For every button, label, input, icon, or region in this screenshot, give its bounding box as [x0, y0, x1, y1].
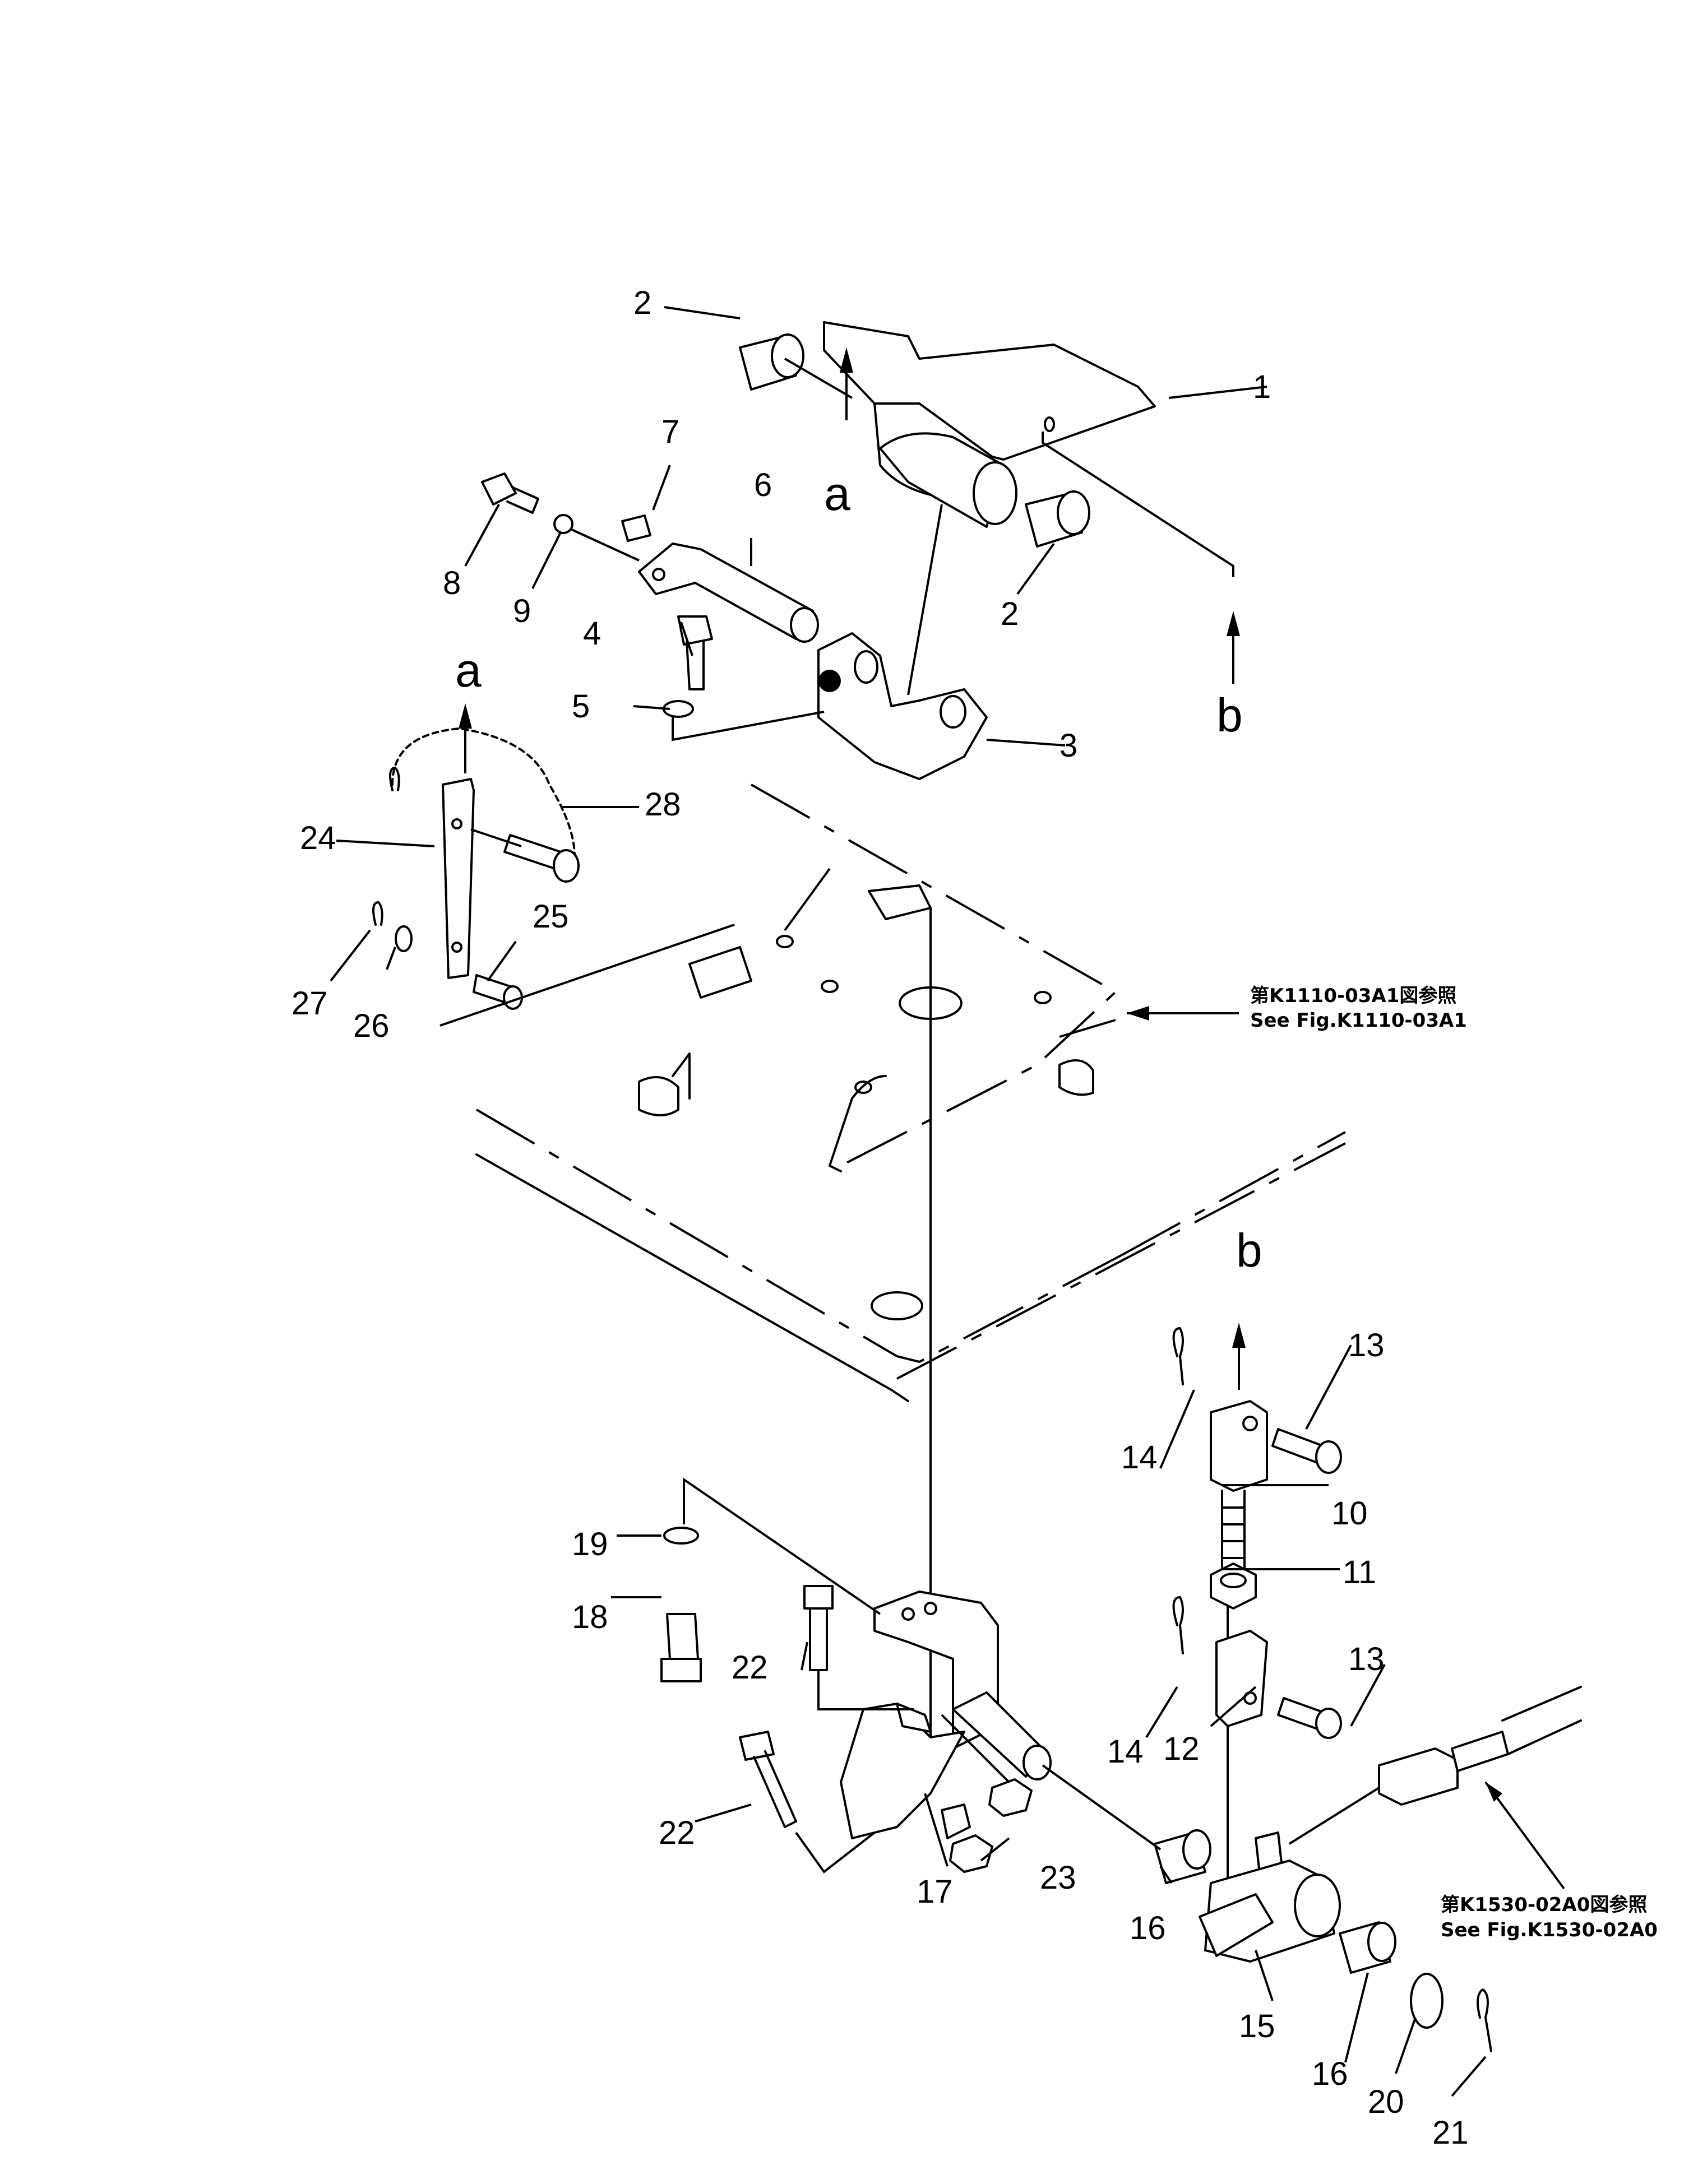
bolt-8	[481, 472, 539, 514]
part-number-18: 18	[572, 1599, 608, 1635]
shaft-6	[638, 542, 819, 643]
washer-20	[1410, 1973, 1443, 2029]
part-number-1: 1	[1253, 369, 1271, 405]
pedal-1	[823, 321, 1156, 528]
part-number-5: 5	[572, 688, 590, 725]
arrow-b-right	[1227, 611, 1240, 684]
ref-bottom-en: See Fig.K1530-02A0	[1441, 1919, 1658, 1941]
cotter-pin-14-upper	[1172, 1327, 1184, 1385]
nut-23	[949, 1778, 1033, 1873]
bushing-2-upper	[739, 333, 804, 391]
label-a-left: a	[455, 644, 482, 697]
assembly-lines-lower	[683, 1477, 1010, 1874]
ref-top-jp: 第K1110-03A1図参照	[1250, 985, 1456, 1007]
ref-bottom-jp: 第K1530-02A0図参照	[1441, 1894, 1647, 1916]
cable-end	[1378, 1686, 1582, 1806]
pin-13-upper	[1271, 1428, 1342, 1474]
part-number-25: 25	[533, 898, 569, 935]
bushing-16-right	[1339, 1921, 1396, 1974]
link-line-2	[1042, 1764, 1162, 1851]
part-number-13-lower: 13	[1348, 1641, 1385, 1677]
label-a-top: a	[824, 467, 850, 520]
part-number-26: 26	[353, 1008, 390, 1044]
part-number-17: 17	[917, 1874, 953, 1910]
cotter-pin-21	[1477, 1988, 1492, 2052]
cotter-pin-top	[389, 767, 400, 791]
pin-25	[473, 974, 523, 1010]
part-number-6: 6	[754, 467, 772, 503]
part-number-3: 3	[1059, 727, 1077, 764]
ref-top-en: See Fig.K1110-03A1	[1250, 1009, 1467, 1032]
part-number-16-left: 16	[1130, 1910, 1166, 1946]
washer-9	[553, 514, 573, 534]
label-b-top: b	[1216, 689, 1243, 741]
part-number-2-top: 2	[633, 285, 651, 321]
lever-15	[1199, 1831, 1341, 1963]
part-number-8: 8	[443, 565, 461, 601]
part-number-15: 15	[1239, 2008, 1275, 2044]
part-number-2-right: 2	[1001, 596, 1019, 632]
link-line	[1288, 1787, 1380, 1845]
part-number-28: 28	[645, 786, 681, 823]
washer-19	[663, 1527, 699, 1545]
bracket-3	[817, 632, 988, 780]
shaft-lower	[952, 1691, 1052, 1780]
part-number-13-upper: 13	[1348, 1327, 1385, 1364]
part-number-27: 27	[292, 985, 328, 1022]
grease-fitting-7	[621, 514, 651, 542]
clevis-10	[1210, 1400, 1268, 1570]
part-number-24: 24	[300, 820, 336, 856]
label-b-lower: b	[1236, 1224, 1262, 1277]
nut-11	[1210, 1562, 1257, 1610]
part-number-22-upper: 22	[732, 1649, 768, 1686]
chain-28	[391, 727, 576, 875]
part-number-22-lower: 22	[659, 1815, 695, 1851]
part-number-20: 20	[1368, 2084, 1404, 2120]
floor-plate	[475, 783, 1346, 1402]
bushing-2-lower	[1025, 490, 1090, 548]
part-number-14-lower: 14	[1107, 1733, 1144, 1770]
part-number-4: 4	[583, 615, 601, 652]
part-number-14-upper: 14	[1121, 1439, 1158, 1476]
part-number-11: 11	[1343, 1554, 1376, 1591]
part-number-9: 9	[513, 593, 531, 629]
part-number-21: 21	[1432, 2115, 1469, 2151]
bolt-18	[660, 1613, 702, 1682]
part-number-19: 19	[572, 1526, 608, 1562]
bolt-22-lower	[739, 1731, 797, 1828]
part-number-7: 7	[661, 414, 679, 450]
part-number-16-right: 16	[1312, 2056, 1348, 2092]
reference-arrow-top	[1127, 1006, 1239, 1021]
reference-arrow-bottom	[1484, 1781, 1565, 1890]
rod-24	[442, 778, 475, 979]
arrow-a-top	[840, 347, 853, 420]
pin-top	[503, 834, 580, 883]
cotter-pin-27	[372, 901, 383, 926]
arrow-b-lower	[1232, 1323, 1246, 1390]
bolt-22-upper	[803, 1585, 834, 1671]
leader-lines	[330, 306, 1487, 2097]
washer-26	[395, 925, 413, 952]
bushing-16-left	[1154, 1829, 1211, 1884]
pin-13-lower	[1277, 1697, 1342, 1739]
clevis-12	[1215, 1630, 1268, 1727]
part-number-23: 23	[1040, 1860, 1076, 1896]
part-number-10: 10	[1331, 1495, 1368, 1532]
assembly-lines	[439, 358, 1234, 1894]
arrow-a-left	[459, 703, 472, 773]
part-number-12: 12	[1163, 1731, 1200, 1767]
cotter-pin-14-lower	[1172, 1596, 1184, 1654]
